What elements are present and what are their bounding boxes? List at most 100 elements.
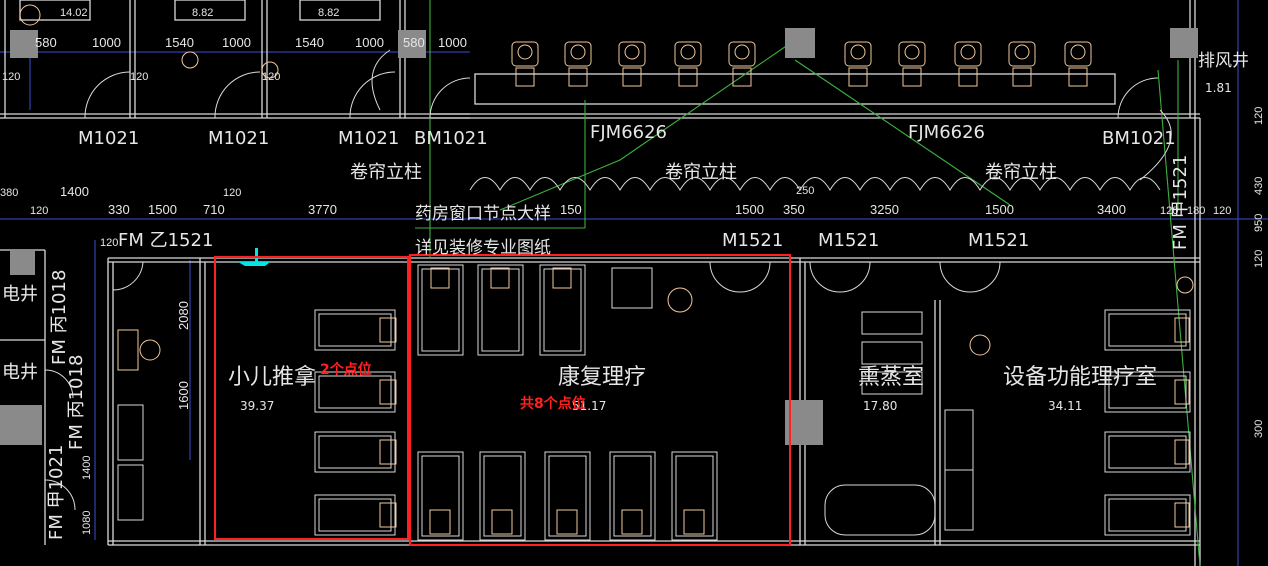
pillow bbox=[379, 317, 397, 343]
door-swings bbox=[44, 71, 1159, 511]
note-pharmacy-line2: 详见装修专业图纸 bbox=[415, 238, 551, 258]
steam-bench bbox=[861, 371, 923, 395]
mid-dim-380: 380 bbox=[0, 187, 18, 199]
mid-dim-330: 330 bbox=[108, 202, 130, 217]
pillow bbox=[491, 509, 513, 535]
mid-dim-350: 350 bbox=[783, 202, 805, 217]
door-code-m1521-c: M1521 bbox=[968, 230, 1029, 251]
mid-dim-120c: 120 bbox=[1160, 205, 1178, 217]
chair bbox=[898, 41, 926, 67]
bed-equip-inner bbox=[1108, 375, 1187, 409]
pillow bbox=[556, 509, 578, 535]
chair-base bbox=[732, 67, 752, 87]
bed-tuina bbox=[314, 371, 396, 413]
chair-base bbox=[848, 67, 868, 87]
chair-seat bbox=[734, 44, 750, 60]
mid-dim-3400: 3400 bbox=[1097, 202, 1126, 217]
note-pharmacy-line1: 药房窗口节点大样 bbox=[415, 204, 551, 224]
grey-column-blocks bbox=[0, 28, 1198, 445]
pillow bbox=[1174, 379, 1190, 405]
bed-equip bbox=[1104, 431, 1191, 473]
mid-dim-250: 250 bbox=[796, 185, 814, 197]
bed-equip bbox=[1104, 309, 1191, 351]
cyan-markers bbox=[238, 248, 270, 266]
bed-tuina-inner bbox=[318, 313, 392, 347]
top-dim-6: 1000 bbox=[355, 35, 384, 50]
chair bbox=[728, 41, 756, 67]
cabinet bbox=[611, 267, 653, 309]
bed-tuina bbox=[314, 494, 396, 536]
top-dim-3: 1540 bbox=[165, 35, 194, 50]
mid-dim-1400: 1400 bbox=[60, 184, 89, 199]
bed-rehab-bottom-inner bbox=[421, 455, 460, 537]
bed-tuina-inner bbox=[318, 498, 392, 532]
mid-dim-120b: 120 bbox=[30, 205, 48, 217]
annotation-points-2: 2个点位 bbox=[320, 361, 372, 378]
bed-rehab-bottom bbox=[417, 451, 464, 541]
bed-rehab-bottom bbox=[671, 451, 718, 541]
door-code-fm-bing-a: FM 丙1018 bbox=[49, 270, 70, 365]
mid-dim-120d: 120 bbox=[1213, 205, 1231, 217]
door-code-m1021-c: M1021 bbox=[338, 128, 399, 149]
mid-dim-710: 710 bbox=[203, 202, 225, 217]
chair-seat bbox=[960, 44, 976, 60]
door-code-fm-jia-right: FM 甲1521 bbox=[1170, 155, 1191, 250]
text-labels: 14.02 8.82 8.82 580 1000 1540 1000 1540 … bbox=[0, 7, 1265, 540]
top-dim-8: 1000 bbox=[438, 35, 467, 50]
bed-rehab-top-inner bbox=[543, 268, 582, 352]
pillow bbox=[379, 502, 397, 528]
mid-dim-180: 180 bbox=[1187, 205, 1205, 217]
bed-rehab-bottom bbox=[479, 451, 526, 541]
pillow bbox=[379, 439, 397, 465]
left-dim-120b: 120 bbox=[130, 71, 148, 83]
door-code-m1021-b: M1021 bbox=[208, 128, 269, 149]
door-code-bm1021-a: BM1021 bbox=[414, 128, 488, 149]
vdim-1080: 1080 bbox=[81, 511, 93, 535]
locker-right bbox=[944, 469, 974, 531]
note-exhaust: 排风井 bbox=[1198, 51, 1249, 71]
vdim-1600: 1600 bbox=[176, 381, 191, 410]
top-cut-text-2: 8.82 bbox=[192, 7, 213, 19]
chair bbox=[618, 41, 646, 67]
chair-base bbox=[515, 67, 535, 87]
door-code-bm1021-b: BM1021 bbox=[1102, 128, 1176, 149]
pillow bbox=[552, 267, 572, 289]
bed-equip-inner bbox=[1108, 313, 1187, 347]
pillow bbox=[1174, 317, 1190, 343]
bed-equip bbox=[1104, 494, 1191, 536]
chair bbox=[844, 41, 872, 67]
vdim-120a: 120 bbox=[1253, 107, 1265, 125]
chair-seat bbox=[570, 44, 586, 60]
room-area-tuina: 39.37 bbox=[240, 399, 274, 413]
tuina-highlight-box bbox=[214, 256, 409, 540]
fixtures bbox=[19, 4, 1194, 371]
door-code-fm-yi: FM 乙1521 bbox=[118, 230, 213, 251]
room-area-steam: 17.80 bbox=[863, 399, 897, 413]
left-dim-120a: 120 bbox=[2, 71, 20, 83]
top-dim-4: 1000 bbox=[222, 35, 251, 50]
room-area-rehab: 51.17 bbox=[572, 399, 606, 413]
top-dim-1: 580 bbox=[35, 35, 57, 50]
bed-rehab-bottom-inner bbox=[483, 455, 522, 537]
pillow bbox=[379, 379, 397, 405]
rehab-highlight-box bbox=[409, 254, 791, 546]
room-name-steam: 熏蒸室 bbox=[858, 365, 924, 390]
treatment-beds bbox=[117, 264, 1191, 541]
vdim-300: 300 bbox=[1253, 420, 1265, 438]
top-dim-7: 580 bbox=[403, 35, 425, 50]
mid-dim-1500a: 1500 bbox=[148, 202, 177, 217]
chair bbox=[674, 41, 702, 67]
note-roller-c: 卷帘立柱 bbox=[985, 162, 1057, 183]
roller-shutter-revision-cloud bbox=[371, 49, 1172, 191]
top-cut-text-3: 8.82 bbox=[318, 7, 339, 19]
chair-seat bbox=[904, 44, 920, 60]
room-name-tuina: 小儿推拿 bbox=[228, 364, 316, 390]
door-code-m1521-b: M1521 bbox=[818, 230, 879, 251]
chair-base bbox=[958, 67, 978, 87]
bed-equip-inner bbox=[1108, 435, 1187, 469]
note-roller-b: 卷帘立柱 bbox=[665, 162, 737, 183]
annotation-points-8: 共8个点位 bbox=[520, 395, 586, 412]
